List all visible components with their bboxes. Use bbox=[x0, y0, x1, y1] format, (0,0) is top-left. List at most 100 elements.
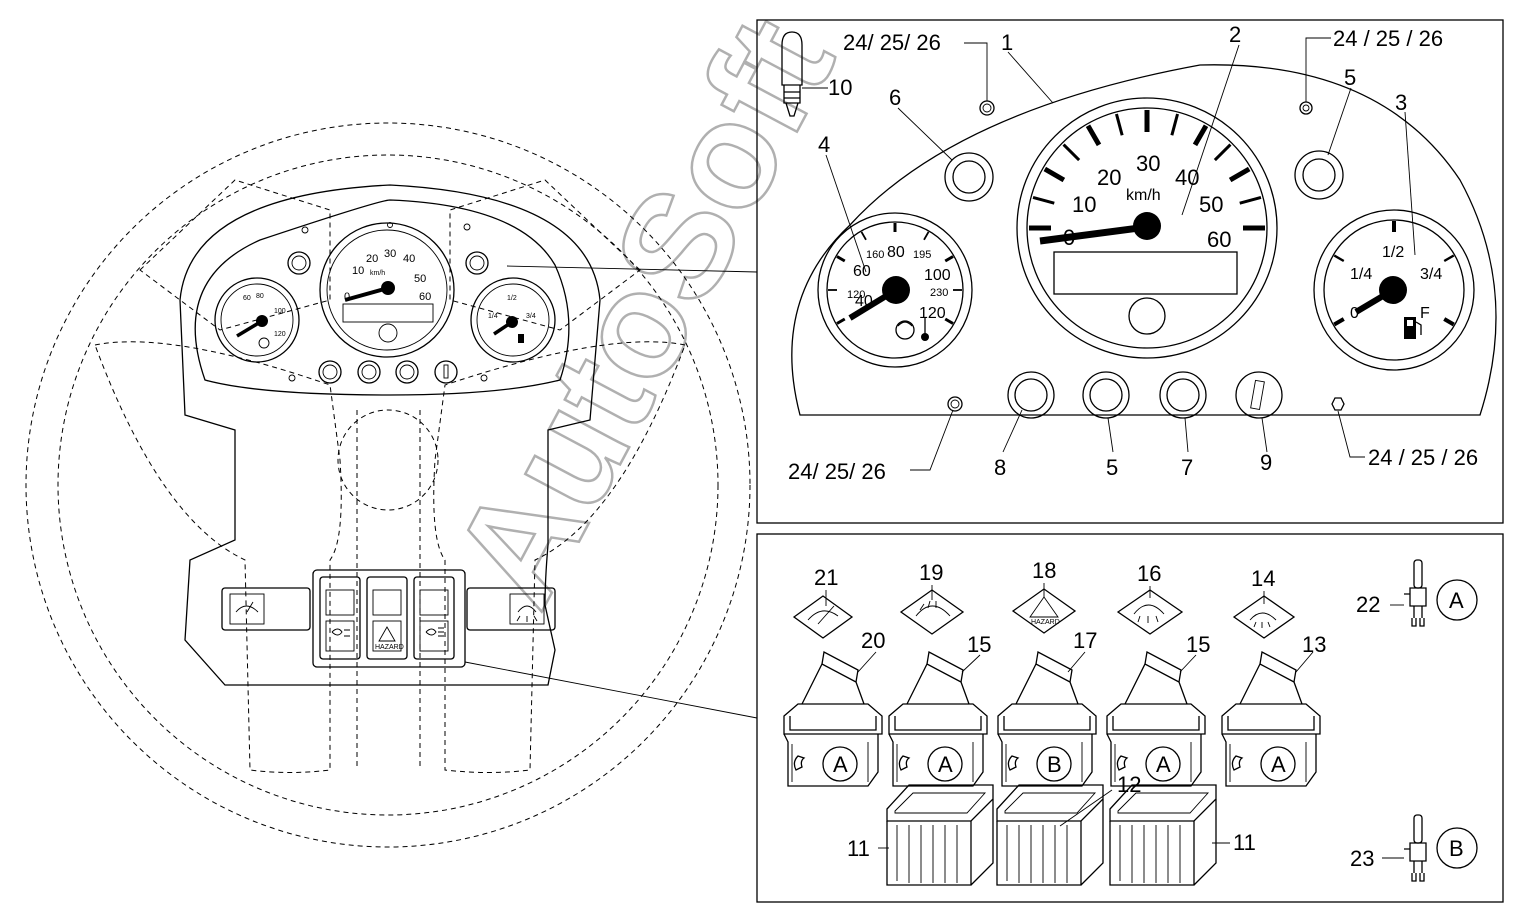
svg-text:3/4: 3/4 bbox=[526, 313, 536, 320]
rear-fog-icon bbox=[1232, 595, 1296, 639]
screw bbox=[947, 396, 963, 412]
dial-tick bbox=[1333, 254, 1345, 263]
mini-temp-gauge bbox=[214, 277, 300, 363]
steering-spoke-right-upper bbox=[449, 179, 641, 331]
mini-high-beam-icon bbox=[425, 627, 444, 637]
svg-text:20: 20 bbox=[366, 253, 378, 265]
svg-text:50: 50 bbox=[414, 273, 426, 285]
steering-wheel-rim-outer bbox=[25, 122, 751, 848]
svg-text:10: 10 bbox=[352, 265, 364, 277]
svg-text:80: 80 bbox=[256, 293, 264, 300]
svg-text:F: F bbox=[1420, 305, 1430, 322]
mini-cluster-bezel bbox=[194, 199, 570, 396]
mini-lamp bbox=[395, 360, 419, 384]
leader-switches bbox=[464, 661, 758, 719]
mini-low-beam-icon bbox=[331, 628, 350, 637]
warning-lamp-8 bbox=[1007, 371, 1055, 419]
svg-text:50: 50 bbox=[1199, 192, 1223, 217]
label-11-right: 11 bbox=[1233, 830, 1256, 855]
mini-speed-needle bbox=[344, 286, 389, 302]
dial-tick bbox=[1443, 254, 1455, 263]
switch-housing-11-left bbox=[886, 784, 994, 886]
label-3: 3 bbox=[1395, 90, 1407, 115]
dial-tick bbox=[836, 317, 846, 325]
watermark-text: AutoSoft bbox=[420, 0, 866, 630]
variant-a: A bbox=[1271, 752, 1286, 777]
mini-speedometer bbox=[319, 222, 455, 358]
variant-b-badge bbox=[1436, 827, 1478, 869]
steering-wheel-overview: km/h 0 10 20 30 40 50 60 60 80 100 120 1… bbox=[25, 122, 758, 848]
mini-speed-unit: km/h bbox=[370, 270, 385, 277]
mini-fuel-gauge bbox=[470, 277, 556, 363]
hazard-icon: HAZARD bbox=[1011, 588, 1077, 634]
heated-window-icon bbox=[899, 589, 965, 635]
label-17: 17 bbox=[1073, 628, 1097, 653]
speedometer: km/h 0 10 20 30 40 50 60 bbox=[1016, 97, 1278, 359]
svg-text:60: 60 bbox=[1207, 227, 1231, 252]
mini-screw bbox=[288, 374, 296, 382]
mini-engine-temp-icon bbox=[258, 337, 270, 349]
dial-tick bbox=[944, 255, 954, 263]
warning-lamp-5-bottom bbox=[1082, 371, 1130, 419]
switch-detail-frame bbox=[756, 533, 1504, 903]
speed-unit: km/h bbox=[1126, 187, 1161, 204]
svg-text:0: 0 bbox=[344, 291, 350, 303]
svg-text:120: 120 bbox=[847, 289, 865, 301]
dial-tick bbox=[1333, 317, 1345, 327]
label-13: 13 bbox=[1302, 632, 1326, 657]
speed-needle bbox=[1039, 223, 1148, 245]
svg-text:40: 40 bbox=[1175, 165, 1199, 190]
steering-wheel-hub bbox=[337, 409, 439, 511]
variant-a: A bbox=[1156, 752, 1171, 777]
dial-tick bbox=[1032, 196, 1055, 205]
label-8: 8 bbox=[994, 455, 1006, 480]
wiper-icon bbox=[792, 595, 854, 639]
fuel-gauge: 0 1/4 1/2 3/4 F bbox=[1313, 209, 1475, 371]
warning-lamp-6 bbox=[944, 152, 994, 202]
svg-text:80: 80 bbox=[887, 244, 905, 261]
dial-tick bbox=[1228, 166, 1251, 183]
steering-spoke-left-upper bbox=[139, 179, 331, 331]
dial-tick bbox=[860, 231, 867, 241]
svg-text:230: 230 bbox=[930, 287, 948, 299]
warning-lamp-7 bbox=[1159, 371, 1207, 419]
label-screws-top-right: 24 / 25 / 26 bbox=[1333, 26, 1443, 51]
temperature-gauge: 40 60 80 100 120 160 195 230 120 bbox=[817, 212, 973, 368]
svg-text:B: B bbox=[1449, 836, 1464, 861]
svg-text:1/4: 1/4 bbox=[1350, 266, 1372, 283]
label-screws-bottom-right: 24 / 25 / 26 bbox=[1368, 445, 1478, 470]
svg-text:120: 120 bbox=[919, 305, 946, 322]
label-12: 12 bbox=[1117, 772, 1141, 797]
mini-trip-reset bbox=[378, 323, 398, 343]
watermark: AutoSoft bbox=[419, 0, 867, 631]
switch-housing-12 bbox=[996, 784, 1104, 886]
label-10: 10 bbox=[828, 75, 852, 100]
label-1: 1 bbox=[1001, 30, 1013, 55]
mini-lamp bbox=[465, 251, 489, 275]
mini-rear-fog-icon bbox=[516, 605, 538, 622]
label-15-right: 15 bbox=[1186, 632, 1210, 657]
mini-screw bbox=[480, 374, 488, 382]
dial-tick bbox=[1062, 143, 1081, 162]
trip-reset-button-9[interactable] bbox=[1235, 371, 1283, 419]
mini-screw bbox=[463, 223, 471, 231]
label-5-top: 5 bbox=[1344, 65, 1356, 90]
svg-text:60: 60 bbox=[853, 263, 871, 280]
svg-text:160: 160 bbox=[866, 249, 884, 261]
label-11-left: 11 bbox=[847, 836, 870, 861]
label-14: 14 bbox=[1251, 566, 1275, 591]
label-21: 21 bbox=[814, 565, 838, 590]
svg-text:A: A bbox=[1449, 588, 1464, 613]
svg-text:30: 30 bbox=[1136, 151, 1160, 176]
dial-tick bbox=[1043, 166, 1066, 183]
switch-housing-11-right bbox=[1109, 784, 1217, 886]
label-5-bottom: 5 bbox=[1106, 455, 1118, 480]
cluster-detail-frame bbox=[756, 19, 1504, 524]
mini-lamp bbox=[434, 360, 458, 384]
svg-text:100: 100 bbox=[924, 267, 951, 284]
label-16: 16 bbox=[1137, 561, 1161, 586]
cluster-detail-box: km/h 0 10 20 30 40 50 60 40 60 80 100 12… bbox=[756, 19, 1504, 524]
svg-text:0: 0 bbox=[1063, 225, 1075, 250]
svg-text:195: 195 bbox=[913, 249, 931, 261]
